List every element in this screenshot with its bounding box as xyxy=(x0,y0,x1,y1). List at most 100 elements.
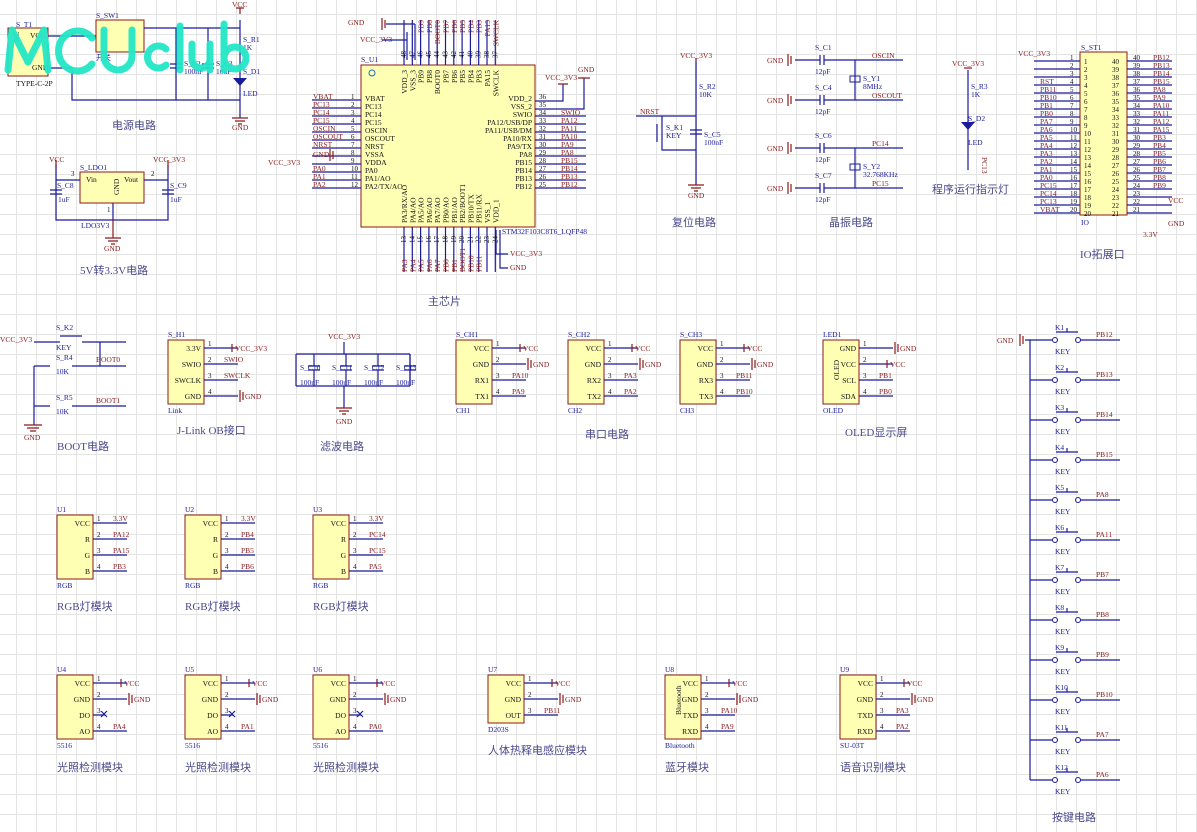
pin-number: 3 xyxy=(608,372,612,380)
pin-number: 45 xyxy=(425,51,433,59)
title-mcu: 主芯片 xyxy=(428,294,461,308)
pin-number: 33 xyxy=(1133,110,1141,118)
pin-number: 4 xyxy=(1084,82,1088,90)
pin-name: VDD_1 xyxy=(491,199,500,223)
module-name: RGB xyxy=(313,581,328,590)
pin-number: 27 xyxy=(1112,162,1120,170)
net-label: PB7 xyxy=(1153,165,1166,174)
pin-number: 26 xyxy=(1112,170,1120,178)
cap-value: 100nF xyxy=(300,378,319,387)
d2-value: LED xyxy=(968,138,983,147)
k2-ref: S_K2 xyxy=(56,323,73,332)
pin-name: PA8 xyxy=(519,150,532,159)
net-label: GND xyxy=(757,360,774,369)
pin-name: PB6 xyxy=(450,70,459,83)
pin-name: PB13 xyxy=(515,174,532,183)
capacitor-icon xyxy=(372,354,384,386)
module-ref: U9 xyxy=(840,665,849,674)
pin-name: SCL xyxy=(842,376,856,385)
pin-number: 17 xyxy=(433,236,441,244)
module-ref: U3 xyxy=(313,505,322,514)
pin-number: 26 xyxy=(539,173,547,181)
module-name: SU-03T xyxy=(840,741,865,750)
net-oscin: OSCIN xyxy=(872,51,895,60)
net-label: PA7 xyxy=(1040,117,1053,126)
led-d1-icon xyxy=(233,78,247,86)
net-label: PA9 xyxy=(1153,93,1166,102)
title-light-2: 光照检测模块 xyxy=(185,760,251,774)
mcu-right-gnd: GND xyxy=(578,65,595,74)
net-label: PB12 xyxy=(561,180,578,189)
pin-name: VCC xyxy=(203,679,218,688)
net-label: PB1 xyxy=(879,371,892,380)
pin-name: RX2 xyxy=(587,376,601,385)
net-label: PA0 xyxy=(1040,173,1053,182)
ldo-pin3: 3 xyxy=(71,170,75,178)
net-label: BOOT1 xyxy=(458,248,467,272)
pin-number: 39 xyxy=(1133,62,1141,70)
pin-number: 36 xyxy=(1133,86,1141,94)
net-label: OSCOUT xyxy=(313,132,343,141)
net-label: PB14 xyxy=(561,164,578,173)
pin-number: 4 xyxy=(353,563,357,571)
r4-value: 10K xyxy=(56,367,70,376)
pin-number: 22 xyxy=(475,236,483,244)
net-label: PB1 xyxy=(450,259,459,272)
module-body xyxy=(664,674,702,740)
c4-ref: S_C4 xyxy=(815,83,832,92)
pin-number: 1 xyxy=(97,515,101,523)
net-label: PC13 xyxy=(1040,197,1057,206)
pin-number: 4 xyxy=(97,723,101,731)
pin-number: 11 xyxy=(351,173,358,181)
module-name: 5516 xyxy=(57,741,72,750)
power-circuit: S_T1 VCC GND TYPE-C-2P NC S_SW1 开关 S_C2 … xyxy=(4,0,260,132)
net-label: PC14 xyxy=(1040,189,1057,198)
module-ref: S_CH1 xyxy=(456,330,478,339)
net-label: PB13 xyxy=(561,172,578,181)
net-label: PB0 xyxy=(442,259,451,272)
key-net: PB9 xyxy=(1096,650,1109,659)
pin-number: 6 xyxy=(1070,94,1074,102)
t1-name: TYPE-C-2P xyxy=(16,79,53,88)
ground-icon xyxy=(639,358,644,370)
module-ref: U5 xyxy=(185,665,194,674)
pin-name: VCC xyxy=(698,344,713,353)
title-light-1: 光照检测模块 xyxy=(57,760,123,774)
module-inner-label: OLED xyxy=(832,359,841,380)
r5-value: 10K xyxy=(56,407,70,416)
pin-number: 1 xyxy=(496,340,500,348)
pin-name: GND xyxy=(202,695,219,704)
key-contact-icon xyxy=(1052,777,1058,783)
module-body xyxy=(184,674,222,740)
pin-number: 2 xyxy=(880,691,884,699)
net-label: GND xyxy=(245,392,262,401)
c4-value: 12pF xyxy=(815,107,830,116)
net-label: PB1 xyxy=(1040,101,1053,110)
net-label: GND xyxy=(390,695,407,704)
pin-number: 9 xyxy=(351,157,355,165)
net-pc15: PC15 xyxy=(872,179,889,188)
net-label: PA15 xyxy=(113,546,130,555)
mcu-stm32: S_U1 STM32F103C8T6_LQFP48 GND VCC_3V3 VC… xyxy=(268,18,595,272)
pin-name: VSS_2 xyxy=(511,102,533,111)
no-connect-icon xyxy=(93,710,108,718)
key-value: KEY xyxy=(1055,347,1071,356)
pin-name: TXD xyxy=(683,711,699,720)
ground-icon xyxy=(128,693,133,705)
r4-ref: S_R4 xyxy=(56,353,73,362)
pin-name: NRST xyxy=(365,142,385,151)
key-contact-icon xyxy=(1052,337,1058,343)
key-value: KEY xyxy=(1055,707,1071,716)
title-reset: 复位电路 xyxy=(672,215,716,229)
ground-icon xyxy=(239,390,244,402)
pin-number: 19 xyxy=(1084,202,1092,210)
pin-number: 2 xyxy=(1084,66,1088,74)
key-ref: K8 xyxy=(1055,603,1064,612)
pin-number: 33 xyxy=(539,117,547,125)
ldo-gnd-pin: GND xyxy=(112,178,121,195)
